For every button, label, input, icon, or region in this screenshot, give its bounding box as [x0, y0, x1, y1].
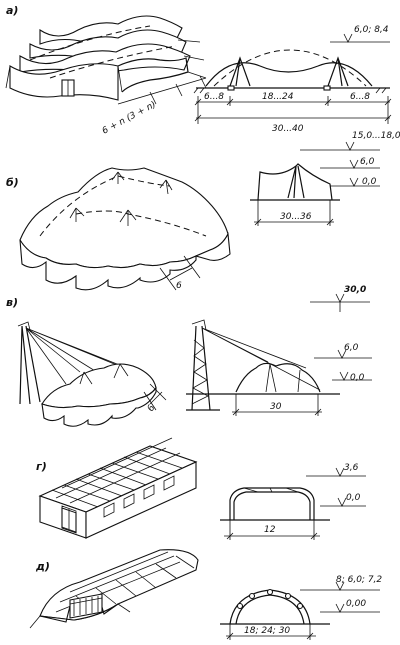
figure-b-height-base: 0,0 [362, 177, 377, 187]
figure-v-span: 30 [270, 402, 282, 412]
figure-v-mast-height: 30,0 [344, 285, 366, 295]
figure-b-height-top: 15,0...18,0 [352, 131, 400, 141]
figure-a-module-formula: 6 + n (3 + n) [101, 100, 158, 137]
figure-a-dim-middle: 18...24 [262, 92, 294, 102]
figure-b-height-mid: 6,0 [360, 157, 375, 167]
figure-g: г) 3,6 0,0 [36, 437, 366, 540]
figure-v-section: 30,0 6,0 0,0 30 [186, 285, 372, 416]
figure-d-section: 8; 6,0; 7,2 0,00 18; 24; 30 [220, 575, 382, 640]
figure-a-perspective: 6 + n (3 + n) [5, 15, 207, 137]
figure-b-span: 30...36 [280, 212, 312, 222]
figure-d-label: д) [35, 560, 50, 573]
figure-g-label: г) [36, 460, 47, 473]
figure-a-label: a) [6, 4, 18, 17]
figure-v-label: в) [6, 296, 18, 309]
figure-a-dim-side-left: 6...8 [204, 92, 224, 102]
figure-v-height-base: 0,0 [350, 373, 365, 383]
figure-v-perspective: 6 [17, 321, 167, 427]
figure-d-perspective [29, 549, 199, 629]
figure-a-height-mark: 6,0; 8,4 [354, 25, 389, 35]
figure-d-span: 18; 24; 30 [244, 626, 290, 636]
figure-a-dim-total: 30...40 [272, 124, 304, 134]
figure-a-dim-side-right: 6...8 [350, 92, 370, 102]
figure-v: в) 6 [6, 285, 372, 427]
figure-d: д) 8; 6,0; 7,2 0, [29, 549, 382, 640]
figure-d-height-base: 0,00 [346, 599, 366, 609]
figure-g-height-base: 0,0 [346, 493, 361, 503]
figure-b: б) 6 15,0...18,0 [6, 131, 400, 291]
figure-a-section: 6,0; 8,4 6...8 18...24 6...8 30...40 [193, 25, 392, 134]
figure-v-module: 6 [146, 403, 158, 413]
figure-a: a) 6 + n (3 + n) [5, 4, 392, 137]
figure-b-module: 6 [176, 281, 182, 291]
figure-g-section: 3,6 0,0 12 [220, 463, 366, 540]
figure-b-perspective: 6 [19, 167, 231, 291]
figure-b-label: б) [6, 176, 19, 189]
figure-g-span: 12 [264, 525, 276, 535]
figure-g-height-top: 3,6 [344, 463, 359, 473]
figure-d-height-top: 8; 6,0; 7,2 [336, 575, 382, 585]
figure-v-height-mid: 6,0 [344, 343, 359, 353]
figure-g-perspective [38, 437, 198, 539]
figure-b-section: 15,0...18,0 6,0 0,0 30...36 [250, 131, 400, 226]
